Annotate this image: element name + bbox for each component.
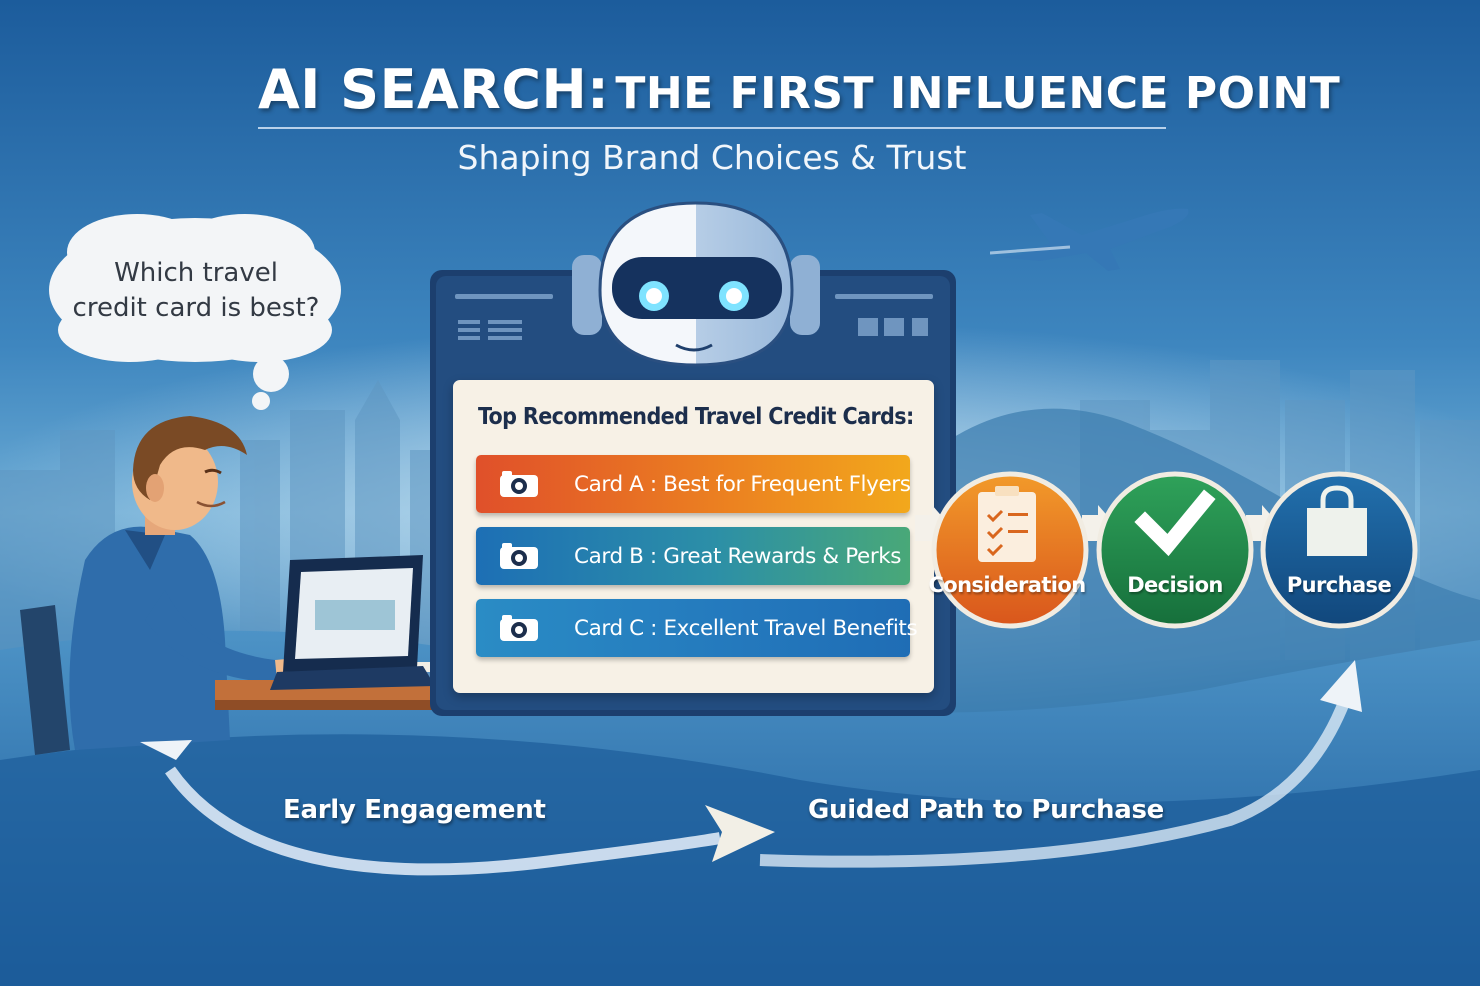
thought-bubble	[49, 214, 341, 410]
title-main: AI SEARCH:	[258, 58, 610, 121]
page-subtitle: Shaping Brand Choices & Trust	[457, 138, 967, 177]
robot-assistant-icon	[572, 201, 820, 367]
recommendation-card-c[interactable]: Card C : Excellent Travel Benefits	[476, 599, 918, 657]
card-a-label: Card A : Best for Frequent Flyers	[574, 471, 911, 497]
title-divider	[258, 127, 1166, 129]
recommendation-card-a[interactable]: Card A : Best for Frequent Flyers	[476, 455, 911, 513]
title-rest: THE FIRST INFLUENCE POINT	[615, 68, 1341, 119]
card-c-label: Card C : Excellent Travel Benefits	[574, 615, 918, 641]
camera-icon	[500, 615, 538, 641]
page-title: AI SEARCH: THE FIRST INFLUENCE POINT	[258, 58, 1340, 121]
purchase-label: Purchase	[1286, 573, 1392, 597]
camera-icon	[500, 543, 538, 569]
camera-icon	[500, 471, 538, 497]
recommendations-panel: Top Recommended Travel Credit Cards: Car…	[453, 380, 934, 693]
airplane-icon	[990, 208, 1189, 271]
guided-path-label: Guided Path to Purchase	[808, 795, 1164, 825]
recommendation-card-b[interactable]: Card B : Great Rewards & Perks	[476, 527, 910, 585]
decision-label: Decision	[1127, 573, 1223, 597]
thought-bubble-text: Which travel credit card is best?	[62, 256, 330, 326]
recommendations-heading: Top Recommended Travel Credit Cards:	[478, 404, 914, 430]
thought-line-2: credit card is best?	[72, 293, 320, 323]
thought-line-1: Which travel	[114, 258, 278, 288]
card-b-label: Card B : Great Rewards & Perks	[574, 543, 902, 569]
early-engagement-label: Early Engagement	[283, 795, 546, 825]
consideration-label: Consideration	[928, 573, 1086, 597]
